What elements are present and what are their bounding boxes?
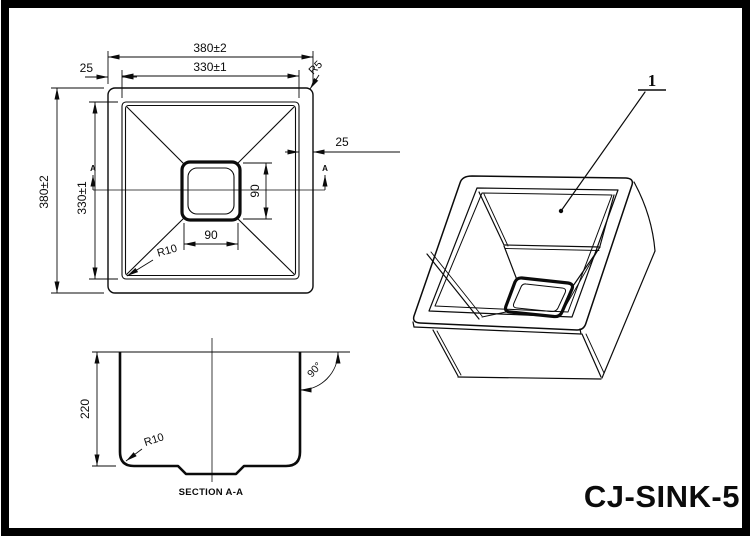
plan-diagonal-bl xyxy=(126,216,186,275)
svg-text:330±1: 330±1 xyxy=(193,60,227,74)
svg-text:380±2: 380±2 xyxy=(193,41,227,55)
iso-corner-seam-backleft2 xyxy=(483,193,509,247)
dim-rim-right: 25 xyxy=(285,135,400,155)
plan-drain-inner xyxy=(187,167,235,215)
svg-text:90: 90 xyxy=(204,228,218,242)
section-marker-right: A xyxy=(322,164,328,173)
iso-backwall-fillet xyxy=(504,248,600,251)
iso-floor-seam-bl xyxy=(503,245,518,281)
iso-flange-underside xyxy=(413,326,582,335)
iso-box-right-edge xyxy=(601,250,656,379)
callout-wall-angle: 90° xyxy=(299,351,341,393)
iso-box-corner-frontright2 xyxy=(585,333,605,374)
iso-corner-seam-frontleft xyxy=(426,253,480,320)
balloon-number: 1 xyxy=(648,71,657,90)
svg-text:380±2: 380±2 xyxy=(37,175,51,209)
leader-line xyxy=(560,91,646,212)
plan-diagonal-br xyxy=(235,216,295,275)
section-label: SECTION A-A xyxy=(179,487,244,498)
svg-text:R10: R10 xyxy=(143,431,166,449)
section-profile xyxy=(118,352,302,476)
iso-view: 1 xyxy=(412,71,666,380)
iso-corner-seam-backright xyxy=(599,194,615,247)
svg-text:220: 220 xyxy=(78,399,92,419)
plan-bowl-lip xyxy=(124,104,297,277)
iso-flange-thickness-right xyxy=(579,328,582,335)
svg-text:90: 90 xyxy=(248,184,262,198)
svg-text:R10: R10 xyxy=(156,243,179,260)
dim-drain-height: 90 xyxy=(243,162,272,220)
drawing-title: CJ-SINK-5 xyxy=(584,479,740,514)
dim-inner-width: 330±1 xyxy=(121,60,300,98)
dim-depth: 220 xyxy=(78,352,116,467)
iso-box-corner-backright xyxy=(633,181,656,252)
iso-box-bottom-edge xyxy=(457,376,602,380)
svg-text:90°: 90° xyxy=(305,360,325,380)
dim-rim-left: 25 xyxy=(80,61,137,80)
svg-text:25: 25 xyxy=(80,61,94,75)
plan-outer-rim xyxy=(107,87,314,294)
plan-bowl-edge xyxy=(121,101,300,280)
iso-drain-inner xyxy=(512,283,567,313)
callout-r10-section: R10 xyxy=(125,431,166,462)
iso-bowl-lip xyxy=(434,192,613,313)
dim-outer-height: 380±2 xyxy=(37,87,104,294)
plan-drain-outer xyxy=(180,160,242,222)
dim-drain-width: 90 xyxy=(183,223,239,250)
iso-backwall-bottom xyxy=(504,244,601,248)
svg-text:25: 25 xyxy=(335,135,349,149)
plan-view: A A 380±2 330±1 25 R5 xyxy=(37,41,400,294)
dim-inner-height: 330±1 xyxy=(75,101,118,280)
iso-flange-thickness-left xyxy=(412,321,415,328)
iso-flange-outer xyxy=(412,175,634,331)
iso-corner-seam-backleft xyxy=(478,191,505,246)
callout-r5: R5 xyxy=(307,59,325,90)
plan-diagonal-tl xyxy=(126,106,186,166)
svg-text:R5: R5 xyxy=(307,59,325,77)
iso-drain-outer xyxy=(503,276,575,319)
section-view: 220 R10 90° SECTION A-A xyxy=(78,338,350,498)
iso-corner-seam-frontleft2 xyxy=(430,251,483,317)
callout-r10-plan: R10 xyxy=(126,243,179,277)
svg-text:330±1: 330±1 xyxy=(75,181,89,215)
iso-box-corner-frontright xyxy=(581,333,602,378)
plan-diagonal-tr xyxy=(235,106,295,166)
dim-outer-width: 380±2 xyxy=(107,41,314,84)
iso-box-corner-frontleft2 xyxy=(436,330,462,376)
iso-box-corner-frontleft xyxy=(432,329,459,377)
iso-floor-front-edge xyxy=(481,311,507,318)
